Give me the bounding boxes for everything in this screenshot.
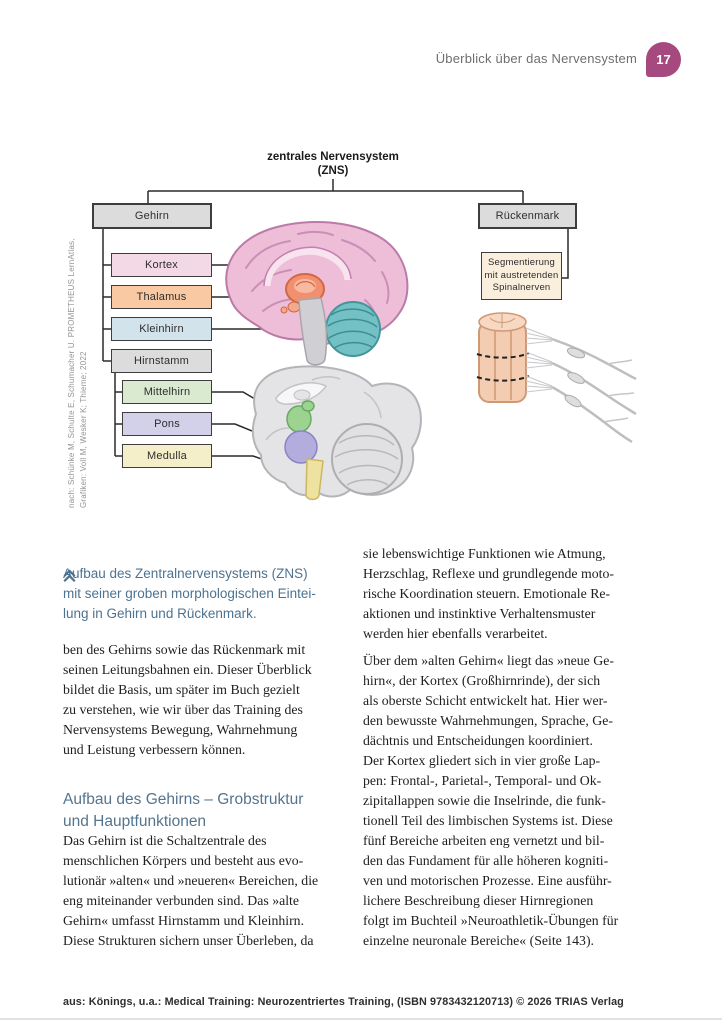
spinal-cord-segment [476,312,637,444]
nerve-branches [603,359,635,423]
corpus-callosum-band [263,247,352,287]
tree-connectors [102,179,569,457]
cerebellum-folia [327,308,378,349]
figure-source-credit: nach: Schünke M, Schulte E, Schumacher U… [67,238,88,508]
left-column-paragraph-1: ben des Gehirns sowie das Rückenmark mit… [63,642,312,757]
node-mittelhirn: Mittelhirn [122,380,212,404]
hypothalamus-shape [287,301,301,313]
figure-caption-text: Aufbau des Zentralnervensystems (ZNS) mi… [63,566,316,621]
page-number: 17 [656,52,671,67]
node-segmentierung: Segmentierung mit austretenden Spinalner… [481,252,562,300]
double-chevron-up-icon [63,548,76,582]
brainstem-detail-gray [251,365,422,501]
pons-shape [284,430,318,464]
brainstem-shape [298,297,328,366]
nerve-rootlets [525,327,553,393]
medulla-shape [305,458,324,501]
cns-overview-figure: zentrales Nervensystem (ZNS) Gehirn Rück… [60,148,660,528]
right-column-paragraph-2: Über dem »alten Gehirn« liegt das »neue … [363,653,619,948]
figure-title: zentrales Nervensystem (ZNS) [267,151,399,177]
page-number-badge: 17 [646,42,681,77]
node-kortex: Kortex [111,253,212,277]
page-bottom-edge [0,1018,722,1020]
figure-caption: Aufbau des Zentralnervensystems (ZNS) mi… [63,544,363,624]
cerebellum-gray-shape [331,423,403,495]
node-gehirn: Gehirn [92,203,212,229]
node-pons: Pons [122,412,212,436]
node-medulla: Medulla [122,444,212,468]
cns-figure-artwork [102,179,637,501]
imprint-line: aus: Könings, u.a.: Medical Training: Ne… [63,996,624,1008]
section-heading: Aufbau des Gehirns – Grobstruktur und Ha… [63,791,304,830]
node-hirnstamm: Hirnstamm [111,349,212,373]
corpus-callosum-outline [263,246,352,287]
cerebellum-gray-folia [334,435,399,486]
segment-dashed-lines [476,352,530,382]
right-column-paragraph-1: sie lebenswichtige Funktionen wie Atmung… [363,546,614,641]
spinal-nerves [551,337,637,444]
brain-sagittal-colored [225,221,409,366]
node-thalamus: Thalamus [111,285,212,309]
spinal-ganglia [564,347,586,408]
node-rueckenmark: Rückenmark [478,203,577,229]
node-kleinhirn: Kleinhirn [111,317,212,341]
running-head: Überblick über das Nervensystem [435,51,637,66]
left-column-paragraph-2: Das Gehirn ist die Schaltzentrale des me… [63,833,319,948]
